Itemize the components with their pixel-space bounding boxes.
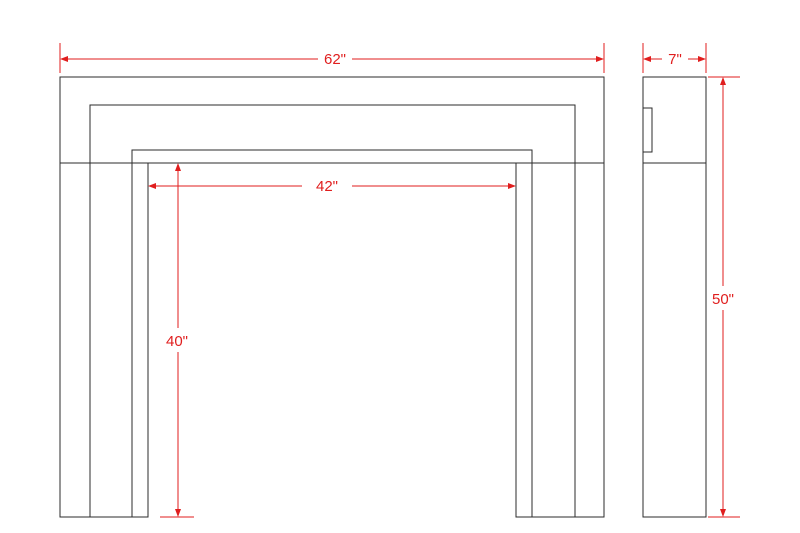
overall-width-label: 62": [324, 51, 346, 68]
mantel-outer-outline: [59, 76, 605, 518]
overall-height-label: 50": [712, 291, 734, 308]
depth-label: 7": [668, 51, 682, 68]
dimension-overall-height: 50": [708, 76, 740, 518]
side-shelf-notch: [642, 107, 653, 153]
mantel-inner-frame: [131, 149, 533, 517]
side-outline: [642, 76, 707, 518]
mantel-middle-frame: [89, 104, 576, 517]
front-elevation: [59, 76, 605, 518]
dimension-opening-height: 40": [160, 163, 194, 518]
dimension-overall-width: 62": [59, 43, 605, 73]
opening-width-label: 42": [316, 178, 338, 195]
opening-height-label: 40": [166, 333, 188, 350]
side-elevation: [642, 76, 707, 518]
dimension-opening-width: 42": [148, 178, 516, 195]
dimension-depth: 7": [642, 43, 707, 73]
